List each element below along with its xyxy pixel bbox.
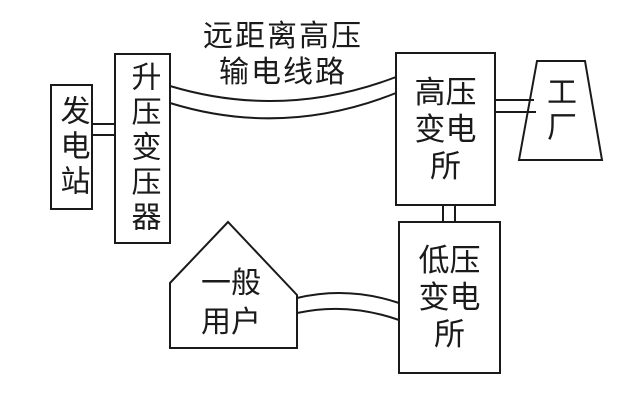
transmission-line-upper bbox=[169, 76, 397, 103]
lv-substation-label: 低压 变电 所 bbox=[418, 243, 481, 352]
step-up-transformer-label: 升压变压器 bbox=[126, 61, 160, 236]
transmission-line-lower bbox=[169, 92, 397, 120]
power-station-label: 发电站 bbox=[55, 94, 89, 200]
factory-shape bbox=[517, 60, 604, 161]
user-line-lower bbox=[296, 307, 400, 321]
diagram-strokes bbox=[50, 52, 604, 374]
transmission-line-label: 远距离高压 输电线路 bbox=[203, 20, 363, 89]
hv-substation-box bbox=[395, 52, 496, 206]
step-up-transformer-box bbox=[114, 53, 171, 244]
lv-substation-box bbox=[398, 221, 501, 374]
hv-substation-label: 高压 变电 所 bbox=[414, 74, 477, 184]
user-line-upper bbox=[296, 292, 400, 304]
house-shape bbox=[169, 220, 298, 349]
general-users-label: 一般 用户 bbox=[201, 267, 261, 339]
factory-label: 工厂 bbox=[542, 76, 575, 146]
power-station-box bbox=[50, 84, 93, 210]
